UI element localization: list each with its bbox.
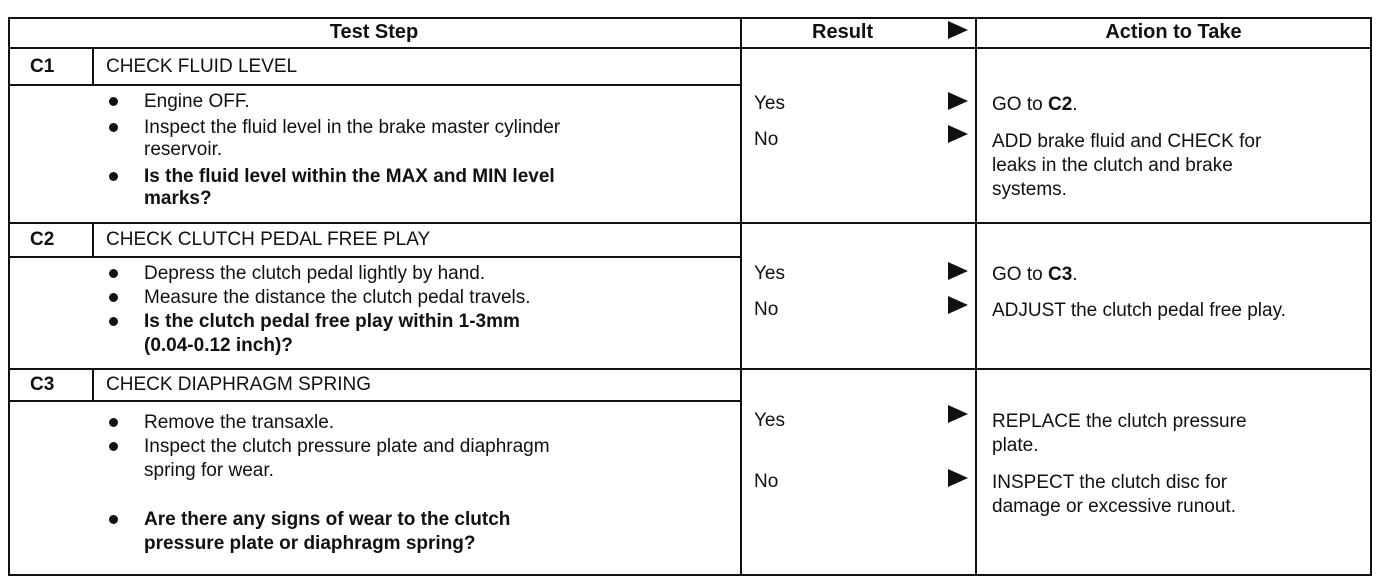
- action-no-line: leaks in the clutch and brake: [992, 155, 1233, 176]
- action-no-line: ADD brake fluid and CHECK for: [992, 131, 1262, 152]
- bullet-icon: [109, 442, 118, 451]
- c3-code-divider: [92, 370, 94, 401]
- bullet-icon: [109, 317, 118, 326]
- bullet-icon: [109, 293, 118, 302]
- c3-title-underline: [8, 400, 740, 402]
- c1-code-divider: [92, 49, 94, 85]
- step-question-text: marks?: [144, 188, 212, 209]
- bullet-icon: [109, 97, 118, 106]
- arrow-icon: [948, 262, 968, 280]
- action-no-line: INSPECT the clutch disc for: [992, 472, 1228, 493]
- step-bullet-text: Engine OFF.: [144, 91, 250, 112]
- result-no: No: [754, 471, 779, 492]
- step-bullet-text: Inspect the clutch pressure plate and di…: [144, 436, 550, 457]
- header-action: Action to Take: [1105, 21, 1242, 43]
- bullet-icon: [109, 123, 118, 132]
- step-question-text: pressure plate or diaphragm spring?: [144, 533, 476, 554]
- action-yes-text: GO to: [992, 94, 1048, 115]
- step-bullet-text: Inspect the fluid level in the brake mas…: [144, 117, 561, 138]
- result-no: No: [754, 129, 779, 150]
- action-yes-line: REPLACE the clutch pressure: [992, 411, 1247, 432]
- bullet-icon: [109, 172, 118, 181]
- arrow-icon: [948, 405, 968, 423]
- action-yes: GO to C3.: [992, 263, 1078, 287]
- step-bullet-text: Depress the clutch pedal lightly by hand…: [144, 263, 486, 284]
- arrow-icon: [948, 125, 968, 143]
- action-column-divider: [975, 17, 977, 576]
- step-bullet-text: spring for wear.: [144, 460, 274, 481]
- bullet-icon: [109, 269, 118, 278]
- result-yes: Yes: [754, 93, 785, 114]
- action-no-line: systems.: [992, 179, 1067, 200]
- action-no-line: damage or excessive runout.: [992, 496, 1236, 517]
- action-no-line: ADJUST the clutch pedal free play.: [992, 300, 1286, 321]
- result-column-divider: [740, 17, 742, 576]
- arrow-icon: [948, 296, 968, 314]
- action-yes: GO to C2.: [992, 93, 1078, 117]
- step-code: C2: [30, 229, 55, 250]
- step-title: CHECK CLUTCH PEDAL FREE PLAY: [106, 229, 431, 250]
- result-yes: Yes: [754, 410, 785, 431]
- action-step-ref: C2: [1047, 94, 1073, 115]
- table-left-border: [8, 17, 10, 576]
- bullet-icon: [109, 418, 118, 427]
- action-yes-line: plate.: [992, 435, 1039, 456]
- row-separator-c2-c3: [8, 368, 1372, 370]
- header-bottom-border: [8, 47, 1372, 49]
- step-bullet-text: Measure the distance the clutch pedal tr…: [144, 287, 531, 308]
- step-question-text: Are there any signs of wear to the clutc…: [144, 509, 511, 530]
- arrow-icon: [948, 92, 968, 110]
- c2-code-divider: [92, 224, 94, 257]
- result-yes: Yes: [754, 263, 785, 284]
- action-step-ref: C3: [1047, 264, 1073, 285]
- step-question-text: (0.04-0.12 inch)?: [144, 335, 293, 356]
- action-yes-suffix: .: [1072, 264, 1078, 285]
- action-yes-suffix: .: [1072, 94, 1078, 115]
- step-title: CHECK FLUID LEVEL: [106, 56, 298, 77]
- row-separator-c1-c2: [8, 222, 1372, 224]
- step-bullet-text: reservoir.: [144, 139, 223, 160]
- action-yes-text: GO to: [992, 264, 1048, 285]
- result-no: No: [754, 299, 779, 320]
- step-bullet-text: Remove the transaxle.: [144, 412, 335, 433]
- step-code: C1: [30, 56, 55, 77]
- table-top-border: [8, 17, 1372, 19]
- header-result: Result: [812, 21, 874, 43]
- bullet-icon: [109, 515, 118, 524]
- step-title: CHECK DIAPHRAGM SPRING: [106, 374, 371, 395]
- arrow-icon: [948, 469, 968, 487]
- step-question-text: Is the fluid level within the MAX and MI…: [144, 166, 555, 187]
- table-bottom-border: [8, 574, 1372, 576]
- step-question-text: Is the clutch pedal free play within 1-3…: [144, 311, 520, 332]
- step-code: C3: [30, 374, 55, 395]
- table-right-border: [1370, 17, 1372, 576]
- c1-title-underline: [8, 84, 740, 86]
- header-arrow-icon: [948, 21, 968, 39]
- header-test-step: Test Step: [329, 21, 419, 43]
- c2-title-underline: [8, 256, 740, 258]
